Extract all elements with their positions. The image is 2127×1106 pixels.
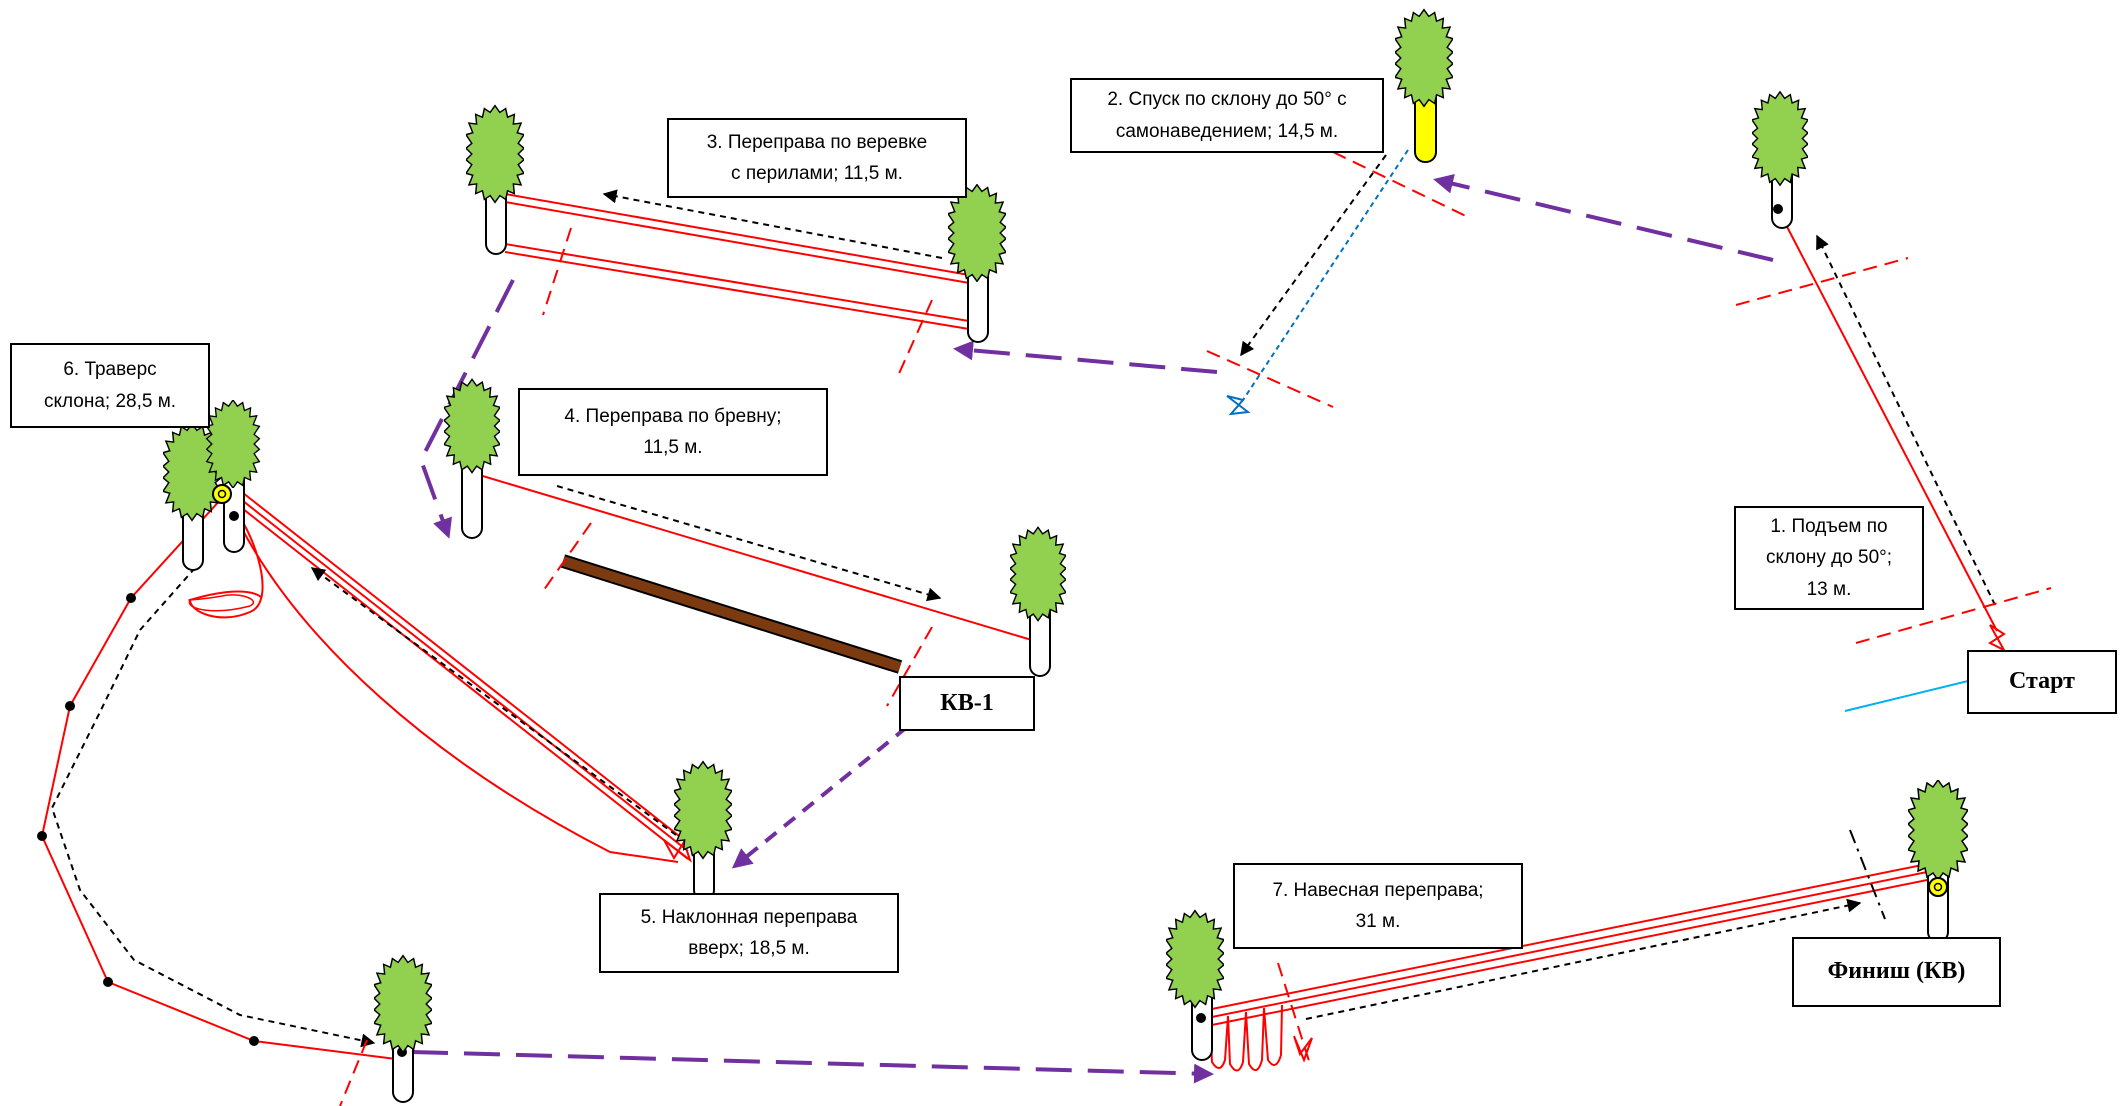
stage-7-rope-coils <box>1209 1004 1283 1072</box>
stage-7-rail-b <box>1201 870 1933 1020</box>
stage-6-rope <box>40 497 405 1061</box>
stage-2-control-line-top <box>1332 151 1471 219</box>
stage-3-rail-bottom-a <box>504 243 976 323</box>
stage-5-rail-b <box>237 496 689 852</box>
stage-5-inclined-crossing <box>237 488 692 863</box>
stage-2-self-belay-line <box>1242 149 1409 401</box>
stage-4-move-arrow <box>556 485 942 602</box>
stage-5-rope-return <box>239 524 679 863</box>
anchor-point <box>37 831 47 841</box>
trees <box>163 8 1968 1103</box>
tree-icon <box>674 760 732 901</box>
carabiner-icon <box>212 484 232 504</box>
stage-2-descent <box>1206 149 1471 416</box>
tree-icon <box>1010 526 1066 677</box>
stage-3-rail-top-a <box>504 193 976 277</box>
stage-1-ascent <box>1735 218 2052 712</box>
stage-1-move-arrow <box>1816 234 1996 606</box>
anchor-point <box>103 977 113 987</box>
stage-6-rope-loop <box>188 499 264 619</box>
stage-6-traverse <box>37 497 405 1106</box>
tree-icon <box>948 184 1006 343</box>
stage-5-rail-a <box>237 488 689 844</box>
tree-icon <box>163 422 221 571</box>
stage-3-control-line-left <box>542 227 572 316</box>
stage-3-rail-top-b <box>504 201 976 285</box>
tree-icon <box>374 954 432 1103</box>
tree-icon <box>466 104 524 255</box>
anchor-point <box>126 593 136 603</box>
tree-icon <box>1908 780 1968 943</box>
stage-7-rail-c <box>1201 878 1933 1028</box>
transition-4-to-5 <box>731 725 909 869</box>
finish-control-line <box>1849 829 1886 920</box>
stage-4-control-line-right <box>886 626 933 707</box>
stage-6-control-line <box>339 1039 368 1106</box>
stage-1-descender-icon <box>1987 624 2007 653</box>
tree-icon <box>444 378 500 539</box>
stage-3-rail-bottom-b <box>504 251 976 331</box>
finish-label: Финиш (КВ) <box>1792 937 2001 1007</box>
stage-4-log-crossing <box>475 473 1036 707</box>
tree-icon <box>1752 91 1808 229</box>
stage-1-rope <box>1782 218 1998 632</box>
stage-5-move-arrow <box>310 567 677 836</box>
stage-1-control-line-bottom <box>1855 587 2052 644</box>
stage-3-rope-rails <box>504 189 976 379</box>
tree-icon <box>1166 909 1224 1061</box>
stage-7-descender-icon <box>1293 1035 1313 1063</box>
stage-2-move-arrow <box>1240 154 1387 357</box>
anchor-point <box>249 1036 259 1046</box>
stage-7-label: 7. Навесная переправа;31 м. <box>1233 863 1523 949</box>
stage-2-control-line-bottom <box>1206 350 1334 408</box>
transition-3-to-4 <box>418 279 515 539</box>
carabiner-icon <box>1928 877 1948 897</box>
kv1-label: КВ-1 <box>899 676 1035 731</box>
stage-3-move-arrow <box>602 189 943 259</box>
stage-1-control-line-top <box>1735 257 1909 306</box>
transition-arrows <box>411 173 1774 1084</box>
stage-5-rail-c <box>237 504 689 860</box>
transition-1-to-2 <box>1433 173 1774 262</box>
anchor-point <box>65 701 75 711</box>
stage-7-tyrolean <box>1201 829 1933 1072</box>
transition-6-to-7 <box>411 1050 1214 1084</box>
stage-6-move-arrow <box>50 567 376 1048</box>
rope-coil-icon <box>188 594 254 612</box>
stage-4-control-line-left <box>540 522 592 595</box>
stage-7-rail-a <box>1201 862 1933 1012</box>
stage-2-descender-icon <box>1226 395 1251 416</box>
stage-4-label: 4. Переправа по бревну;11,5 м. <box>518 388 828 476</box>
stage-3-control-line-right <box>896 299 933 379</box>
stage-4-rope <box>475 473 1036 642</box>
tree-icon <box>1395 8 1453 163</box>
log-body <box>561 556 902 672</box>
transition-2-to-3 <box>953 340 1218 374</box>
start-label: Старт <box>1967 650 2117 714</box>
